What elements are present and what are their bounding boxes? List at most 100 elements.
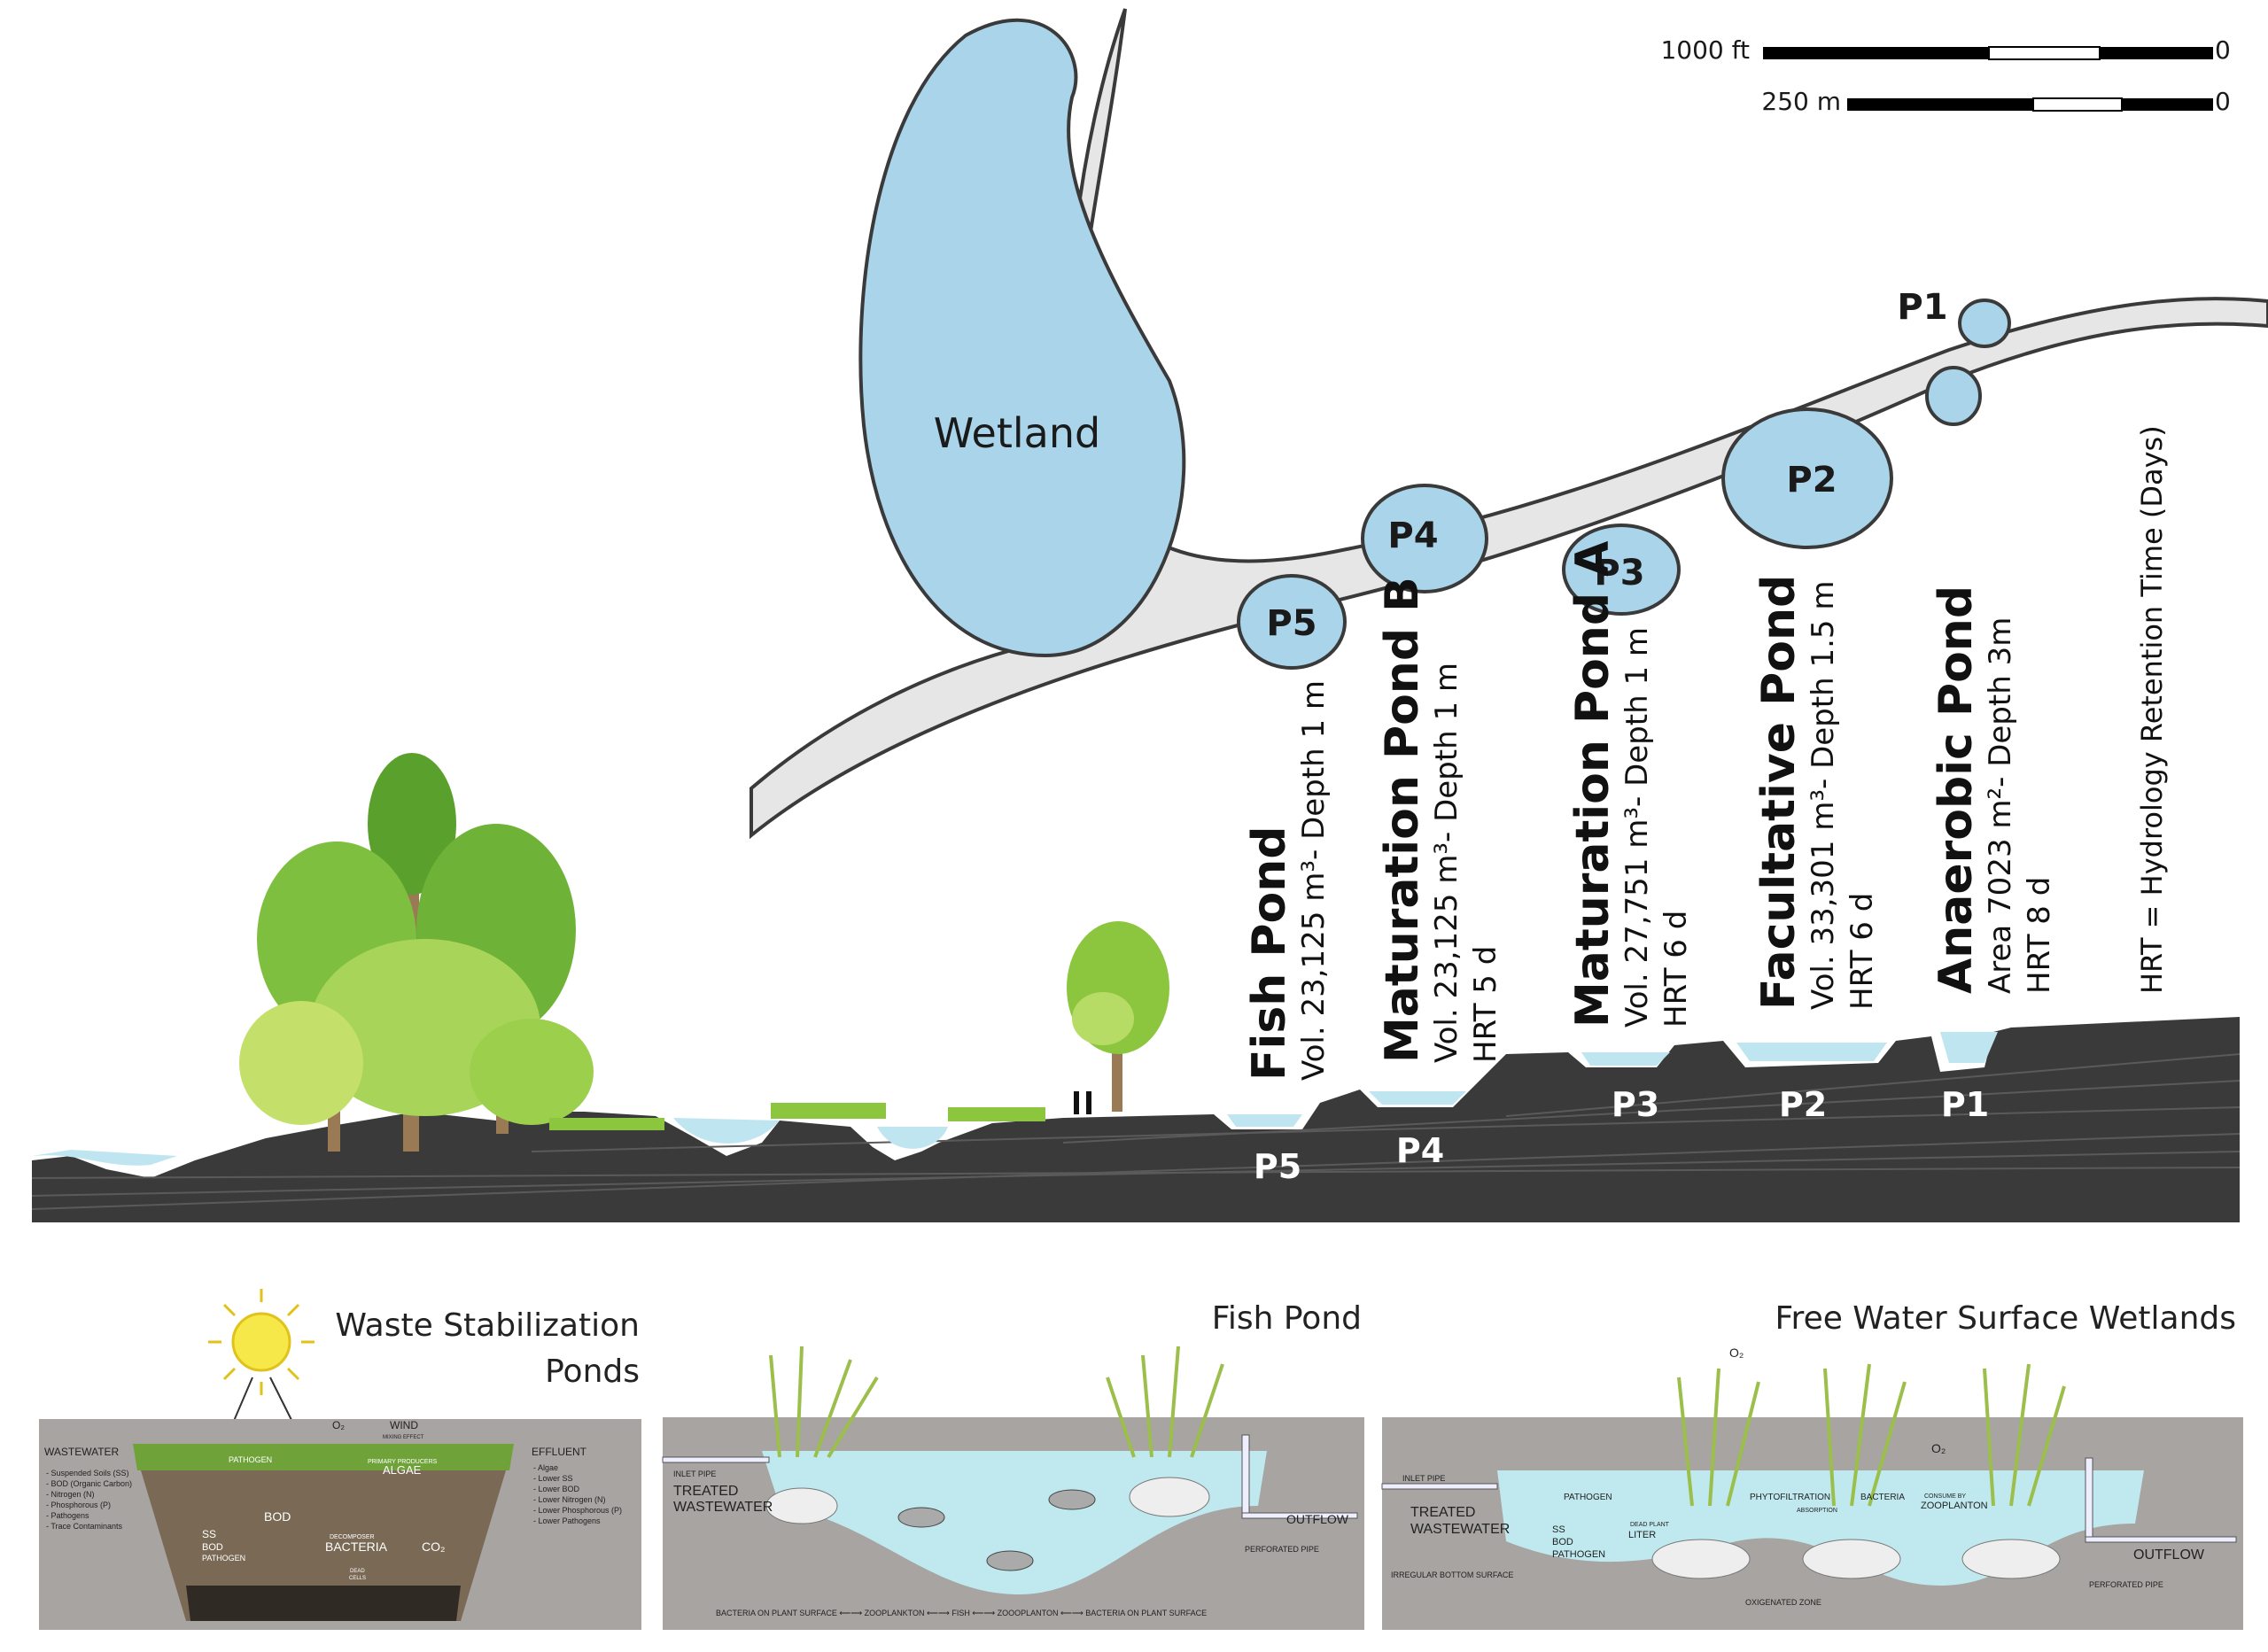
desc-maturation-a: Maturation Pond A Vol. 27,751 m³- Depth …	[1566, 541, 1694, 1028]
desc-fac-title: Facultative Pond	[1752, 575, 1806, 1010]
desc-mata-line1: Vol. 27,751 m³- Depth 1 m	[1619, 627, 1655, 1028]
wsp-input-item: - Suspended Soils (SS)	[46, 1469, 129, 1477]
section-water	[877, 1127, 948, 1149]
fish-chain: BACTERIA ON PLANT SURFACE ⟵⟶ ZOOPLANKTON…	[716, 1609, 1207, 1617]
wsp-wastewater: WASTEWATER	[44, 1446, 120, 1458]
fish-reeds	[765, 1346, 1224, 1524]
wsp-algae: ALGAE	[383, 1463, 422, 1477]
fws-pathogen2: PATHOGEN	[1552, 1549, 1605, 1560]
scale-imperial-zero: 0	[2215, 35, 2231, 65]
fws-dead-plant: DEAD PLANT	[1630, 1522, 1670, 1528]
wsp-o2: O₂	[332, 1419, 345, 1431]
fws-zooplanton: ZOOPLANTON	[1921, 1501, 1988, 1511]
wsp-output-item: - Lower Nitrogen (N)	[533, 1495, 606, 1504]
desc-fish-pond: Fish Pond Vol. 23,125 m³- Depth 1 m	[1243, 680, 1332, 1081]
desc-matb-line2: HRT 5 d	[1468, 946, 1503, 1063]
section-strata	[31, 1053, 2241, 1210]
plan-pond-p2	[1721, 407, 1893, 549]
desc-anaerobic: Anaerobic Pond Area 7023 m²- Depth 3m HR…	[1930, 586, 2057, 994]
section-water	[1736, 1043, 1887, 1061]
fish-title: Fish Pond	[1212, 1300, 1362, 1337]
desc-ana-line2: HRT 8 d	[2022, 877, 2057, 994]
wsp-output-item: - Lower Pathogens	[533, 1516, 601, 1525]
plan-label-p5: P5	[1266, 603, 1317, 644]
desc-ana-line1: Area 7023 m²- Depth 3m	[1983, 617, 2018, 994]
section-water	[32, 1150, 177, 1166]
pond-descriptions: Fish Pond Vol. 23,125 m³- Depth 1 m Matu…	[1243, 425, 2169, 1081]
fish-outflow: OUTFLOW	[1286, 1512, 1349, 1526]
section-label-p3: P3	[1612, 1085, 1659, 1124]
fish-inlet: INLET PIPE	[673, 1470, 716, 1478]
fws-liter: LITER	[1628, 1530, 1656, 1540]
fws-inlet: INLET PIPE	[1402, 1474, 1445, 1483]
plan-pond-p5	[1237, 574, 1347, 670]
fws-irregular: IRREGULAR BOTTOM SURFACE	[1391, 1571, 1513, 1579]
desc-matb-line1: Vol. 23,125 m³- Depth 1 m	[1429, 663, 1464, 1063]
wsp-inputs-list: - Suspended Soils (SS) - BOD (Organic Ca…	[46, 1469, 132, 1531]
wsp-input-item: - Trace Contaminants	[46, 1522, 123, 1531]
plan-pond-p4	[1361, 484, 1488, 593]
wsp-dead: DEAD	[350, 1569, 365, 1574]
wsp-effluent: EFFLUENT	[532, 1446, 587, 1458]
section-water	[1581, 1052, 1670, 1066]
cross-section: P5 P4 P3 P2 P1	[31, 753, 2241, 1222]
desc-mata-title: Maturation Pond A	[1566, 541, 1619, 1028]
fws-oxigenated: OXIGENATED ZONE	[1745, 1598, 1821, 1607]
section-water	[673, 1118, 780, 1144]
fish-perforated: PERFORATED PIPE	[1245, 1545, 1319, 1554]
section-trees	[239, 753, 1169, 1152]
hrt-legend: HRT = Hydrology Retention Time (Days)	[2135, 425, 2169, 994]
fish-treated1: TREATED	[673, 1484, 738, 1499]
fish-icon	[897, 1489, 1096, 1571]
wsp-decomposer: DECOMPOSER	[330, 1534, 375, 1540]
desc-ana-title: Anaerobic Pond	[1930, 586, 1983, 994]
wsp-co2: CO₂	[422, 1540, 445, 1554]
scale-metric-zero: 0	[2215, 87, 2231, 116]
wsp-output-item: - Lower BOD	[533, 1485, 580, 1493]
wsp-output-item: - Lower SS	[533, 1474, 573, 1483]
scale-imperial-seg	[1988, 46, 2101, 60]
section-label-p4: P4	[1396, 1131, 1444, 1170]
wsp-bod: BOD	[264, 1509, 291, 1524]
wsp-input-item: - BOD (Organic Carbon)	[46, 1479, 132, 1488]
wsp-title-line2: Ponds	[545, 1353, 640, 1390]
wsp-pathogen: PATHOGEN	[229, 1455, 272, 1464]
fws-bod: BOD	[1552, 1537, 1573, 1547]
wsp-output-item: - Lower Phosphorous (P)	[533, 1506, 622, 1515]
desc-legend: HRT = Hydrology Retention Time (Days)	[2135, 425, 2169, 994]
desc-mata-line2: HRT 6 d	[1658, 911, 1694, 1028]
fws-pathogen: PATHOGEN	[1564, 1493, 1612, 1502]
scale-bar: 1000 ft 0 250 m 0	[1660, 35, 2230, 116]
scale-metric-seg	[2032, 97, 2123, 112]
fws-perforated: PERFORATED PIPE	[2089, 1580, 2163, 1589]
plan-view: Wetland P5 P4 P3 P2 P1	[750, 8, 2268, 840]
plan-label-p4: P4	[1387, 516, 1438, 556]
fish-perforated-pipe	[1241, 1512, 1358, 1519]
fws-o2b: O₂	[1931, 1441, 1946, 1455]
panel-free-water-wetland: Free Water Surface Wetlands O₂ O₂ INLET …	[1381, 1300, 2243, 1630]
wsp-algae-layer	[133, 1444, 514, 1470]
wsp-basin	[133, 1444, 514, 1621]
scale-metric-label: 250 m	[1761, 87, 1841, 116]
wsp-sludge	[186, 1586, 461, 1621]
wetland-label: Wetland	[934, 409, 1100, 457]
desc-facultative: Facultative Pond Vol. 33,301 m³- Depth 1…	[1752, 575, 1880, 1010]
wsp-title-line1: Waste Stabilization	[335, 1307, 640, 1344]
desc-matb-title: Maturation Pond B	[1376, 577, 1429, 1063]
plan-label-p1: P1	[1897, 287, 1947, 328]
fish-outlet-pipe	[1241, 1434, 1250, 1516]
fws-treated2: WASTEWATER	[1410, 1522, 1510, 1537]
desc-maturation-b: Maturation Pond B Vol. 23,125 m³- Depth …	[1376, 577, 1503, 1063]
desc-fac-line1: Vol. 33,301 m³- Depth 1.5 m	[1806, 581, 1841, 1010]
wsp-output-item: - Algae	[533, 1463, 558, 1472]
wsp-wind-sub: MIXING EFFECT	[383, 1435, 424, 1440]
sun-icon	[208, 1289, 315, 1395]
scale-imperial-seg	[1763, 47, 1989, 59]
scale-imperial-seg	[2100, 47, 2213, 59]
plan-pond-p1a	[1958, 299, 2011, 348]
fws-treated1: TREATED	[1410, 1505, 1475, 1520]
scale-metric-seg	[2122, 98, 2213, 111]
wsp-ss: SS	[202, 1528, 216, 1540]
fws-outlet-pipe	[2085, 1457, 2093, 1539]
